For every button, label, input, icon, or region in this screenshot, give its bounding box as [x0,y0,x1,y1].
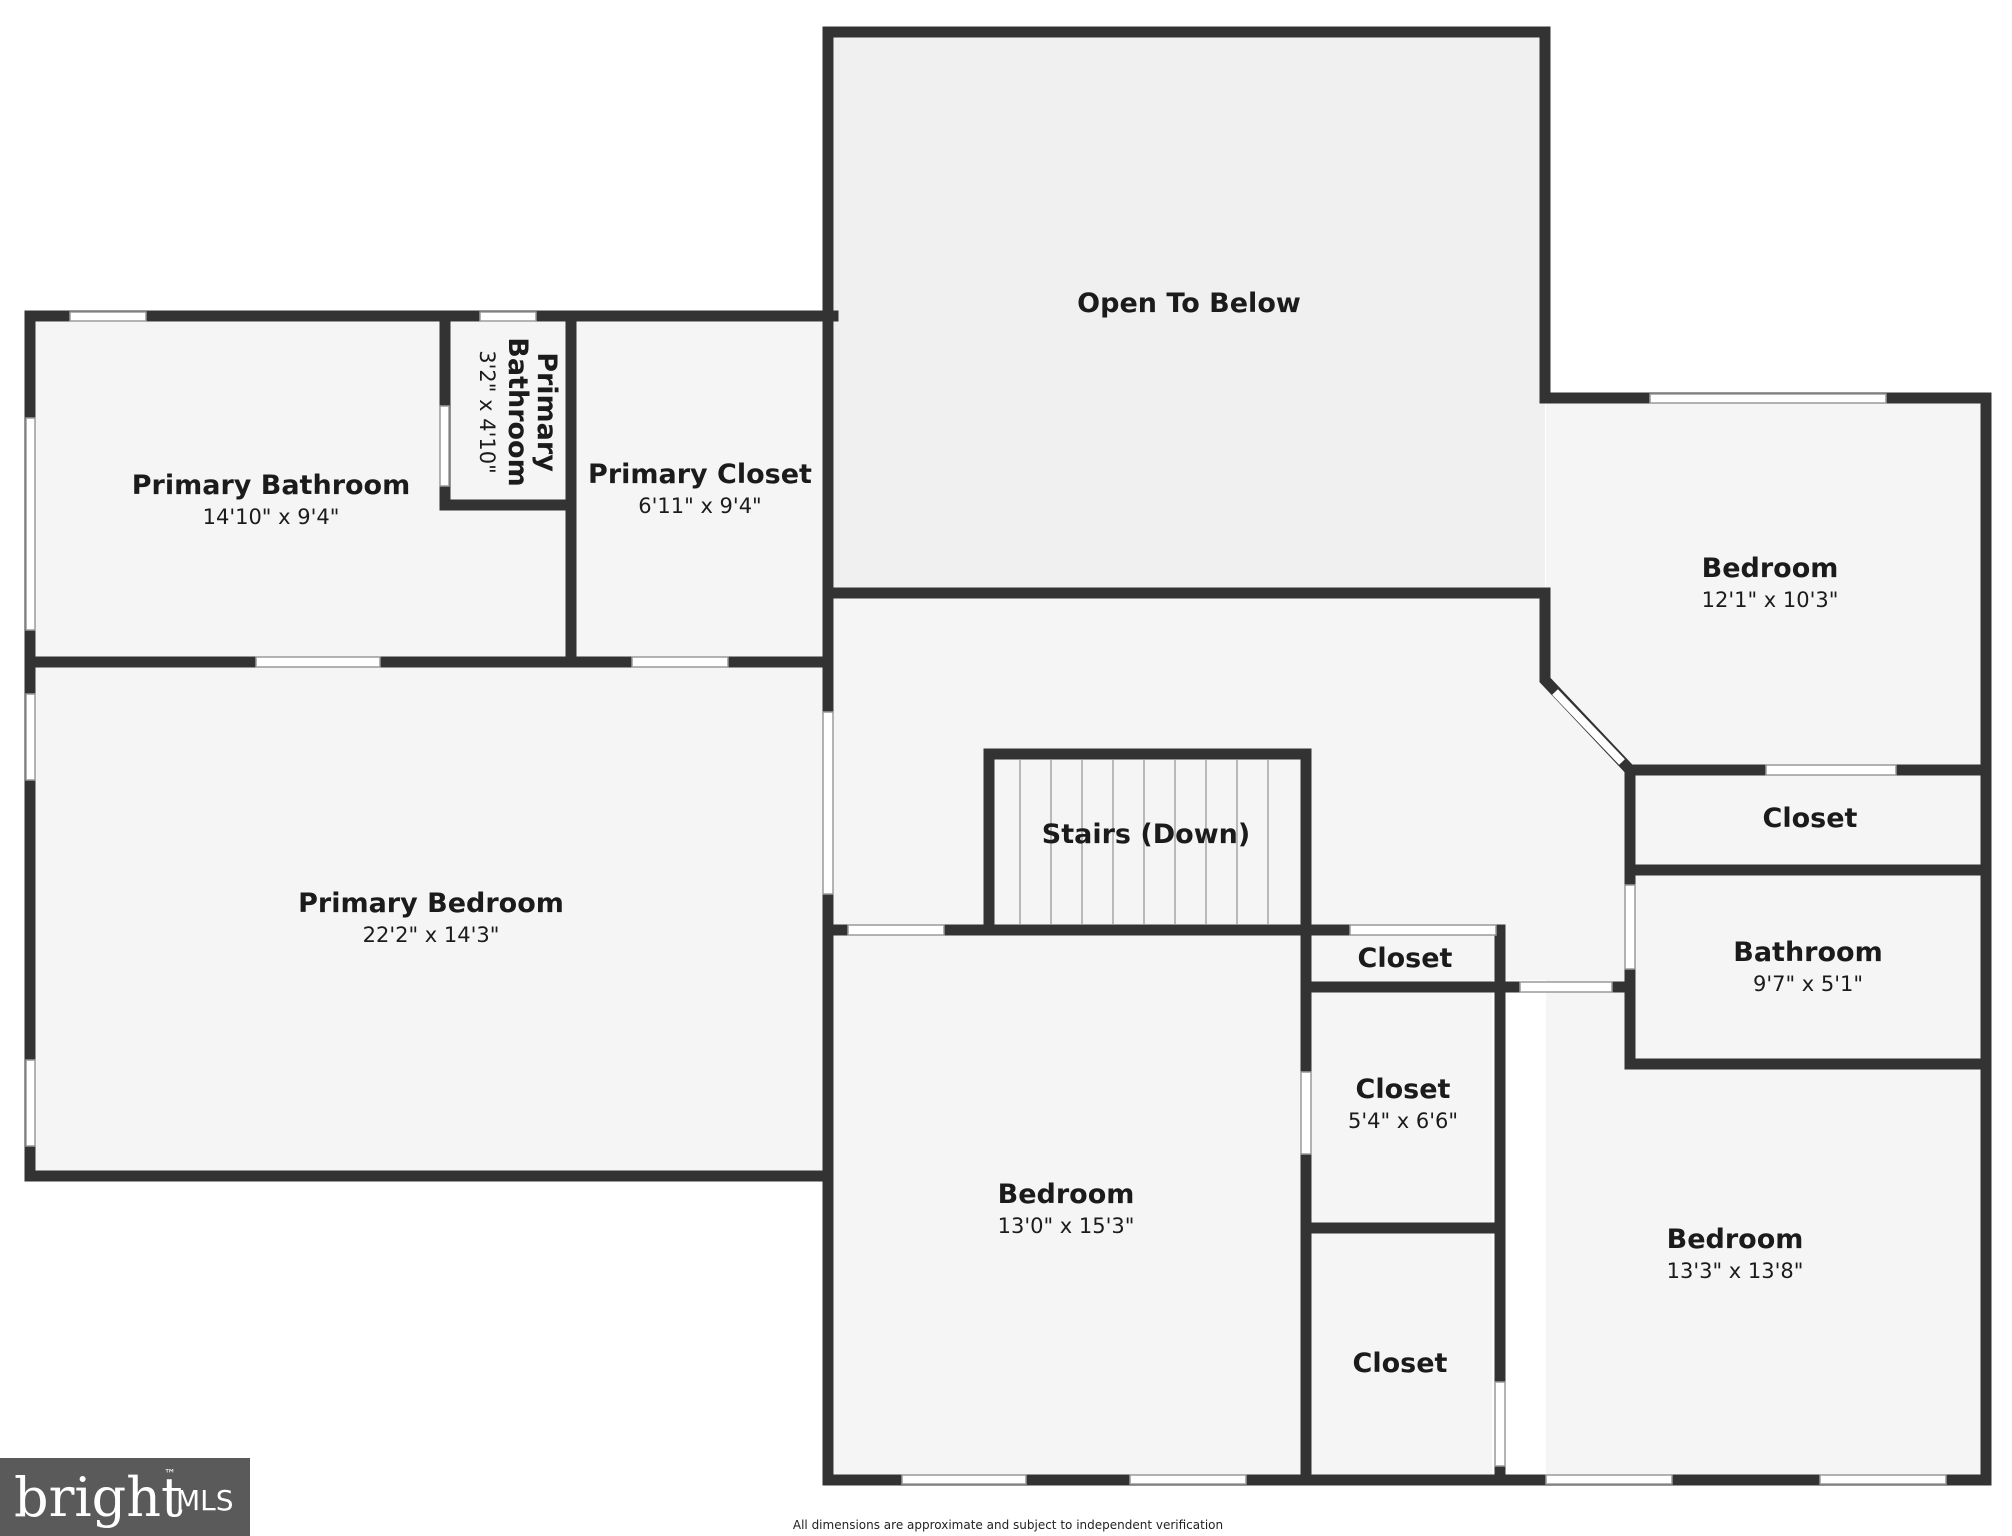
room-dims-bedroom-s: 13'0" x 15'3" [998,1214,1135,1238]
window-marker [439,405,450,487]
small-bathroom-label: Primary Bathroom 3'2" x 4'10" [475,337,562,486]
room-label-closet-east: Closet [1763,803,1858,834]
door-opening [1349,924,1497,936]
room-label-primary-bathroom-small-line1: Primary [531,352,562,472]
room-dims-primary-closet: 6'11" x 9'4" [638,494,761,518]
logo-mls-text: MLS [176,1484,234,1517]
room-label-bathroom: Bathroom [1733,937,1882,968]
room-dims-bedroom-se: 13'3" x 13'8" [1667,1259,1804,1283]
window-marker [1129,1474,1247,1485]
window-marker [479,311,537,322]
door-opening [1519,981,1613,993]
room-dims-bedroom-ne: 12'1" x 10'3" [1702,588,1839,612]
window-marker [1819,1474,1947,1485]
door-opening [1300,1071,1312,1155]
window-marker [1545,1474,1673,1485]
window-marker [1649,393,1887,404]
door-opening [1624,884,1636,970]
door-opening [1765,764,1897,776]
door-opening [822,711,834,895]
window-marker [25,693,36,781]
door-opening [1494,1381,1506,1467]
room-label-closet-small: Closet [1358,943,1453,974]
bright-mls-logo: bright MLS ™ [0,1458,250,1536]
room-label-bedroom-ne: Bedroom [1702,553,1839,584]
room-dims-closet-mid: 5'4" x 6'6" [1348,1109,1458,1133]
logo-background [0,1458,250,1536]
stair-treads [1019,760,1269,924]
room-dims-bathroom: 9'7" x 5'1" [1753,972,1863,996]
room-label-primary-bathroom-small-line2: Bathroom [502,337,533,486]
logo-trademark: ™ [164,1467,176,1481]
windows [25,311,1947,1485]
room-labels: Open To Below Primary Bathroom 14'10" x … [132,288,1883,1532]
door-opening [631,656,729,668]
room-label-stairs: Stairs (Down) [1042,819,1250,850]
room-fills [32,32,1984,1480]
room-label-closet-low: Closet [1353,1348,1448,1379]
window-marker [69,311,147,322]
room-label-primary-closet: Primary Closet [588,459,812,490]
room-dims-primary-bedroom: 22'2" x 14'3" [363,923,500,947]
room-label-bedroom-se: Bedroom [1667,1224,1804,1255]
room-label-primary-bathroom: Primary Bathroom [132,470,411,501]
door-opening [847,924,945,936]
room-label-closet-mid: Closet [1356,1074,1451,1105]
room-label-open-to-below: Open To Below [1077,288,1301,319]
logo-wordmark: bright [14,1466,183,1529]
room-dims-primary-bathroom-small: 3'2" x 4'10" [475,350,499,473]
window-marker [25,1059,36,1147]
door-opening [255,656,381,668]
room-dims-primary-bathroom: 14'10" x 9'4" [203,505,340,529]
window-marker [901,1474,1027,1485]
window-marker [25,417,36,631]
angled-window [1552,689,1625,765]
room-label-primary-bedroom: Primary Bedroom [298,888,564,919]
disclaimer-text: All dimensions are approximate and subje… [793,1518,1223,1532]
room-label-bedroom-s: Bedroom [998,1179,1135,1210]
